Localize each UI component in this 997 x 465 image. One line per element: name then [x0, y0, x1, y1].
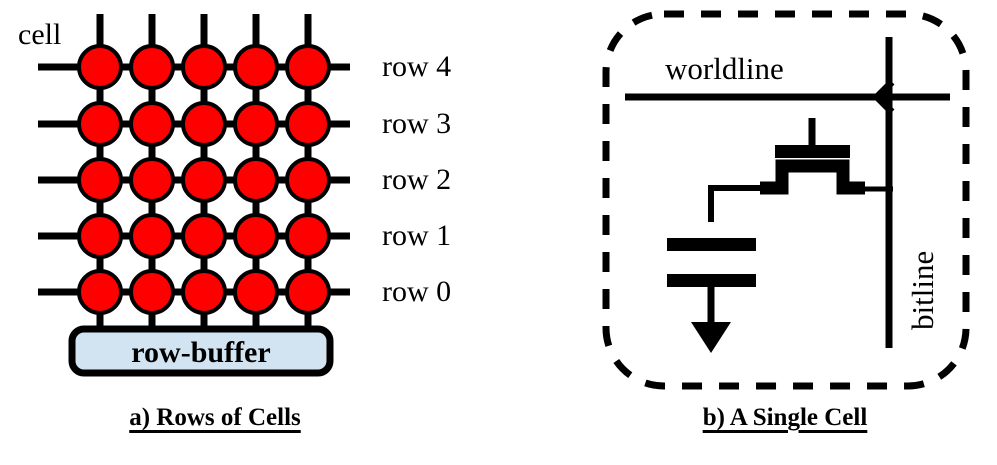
- memory-cell: [77, 44, 123, 90]
- memory-cell: [233, 269, 279, 315]
- memory-cell: [181, 269, 227, 315]
- memory-cell: [77, 157, 123, 203]
- transistor-gate-plate: [775, 145, 850, 158]
- panel-rows-of-cells: cell row 4 row 3 row 2 row 1 row 0 row-b…: [18, 14, 452, 377]
- caption-panel-b: b) A Single Cell: [702, 404, 868, 431]
- row-buffer-box: [68, 325, 334, 377]
- transistor-channel: [760, 159, 865, 195]
- capacitor-top-plate: [667, 238, 756, 251]
- memory-cell: [285, 213, 331, 259]
- row-label-3: row 3: [382, 107, 452, 140]
- row-label-0: row 0: [382, 275, 452, 308]
- memory-cell: [77, 269, 123, 315]
- memory-cell: [129, 213, 175, 259]
- panel-single-cell: worldline bitline: [560, 0, 997, 465]
- memory-cell: [181, 213, 227, 259]
- row-label-4: row 4: [382, 50, 452, 83]
- memory-cell: [285, 44, 331, 90]
- memory-cell: [129, 44, 175, 90]
- wordline-label: worldline: [665, 51, 784, 86]
- caption-panel-b-wrap: b) A Single Cell: [604, 404, 966, 432]
- caption-panel-a: a) Rows of Cells: [129, 404, 301, 431]
- memory-cell: [233, 213, 279, 259]
- cell-label: cell: [18, 18, 62, 51]
- memory-cell: [181, 44, 227, 90]
- row-label-1: row 1: [382, 219, 452, 252]
- memory-cell: [181, 157, 227, 203]
- memory-cell: [129, 101, 175, 147]
- single-cell-schematic: [602, 10, 970, 390]
- memory-cell: [129, 269, 175, 315]
- memory-cell: [233, 157, 279, 203]
- memory-cell: [285, 269, 331, 315]
- row-label-2: row 2: [382, 163, 452, 196]
- rows-of-cells-schematic: [38, 14, 350, 377]
- row-buffer-label: row-buffer: [131, 336, 271, 369]
- cell-boundary-dashed: [602, 10, 970, 390]
- memory-cell: [233, 44, 279, 90]
- bitline-label: bitline: [905, 250, 940, 330]
- memory-cell: [77, 213, 123, 259]
- transistor-source-lead: [708, 185, 763, 222]
- ground-arrow-icon: [691, 322, 731, 353]
- wordline-wire: [625, 79, 950, 115]
- memory-cell: [129, 157, 175, 203]
- capacitor-bottom-plate: [667, 274, 756, 287]
- memory-cell: [233, 101, 279, 147]
- memory-cell: [77, 101, 123, 147]
- memory-cells: [77, 44, 331, 315]
- memory-cell: [181, 101, 227, 147]
- memory-cell: [285, 157, 331, 203]
- memory-cell: [285, 101, 331, 147]
